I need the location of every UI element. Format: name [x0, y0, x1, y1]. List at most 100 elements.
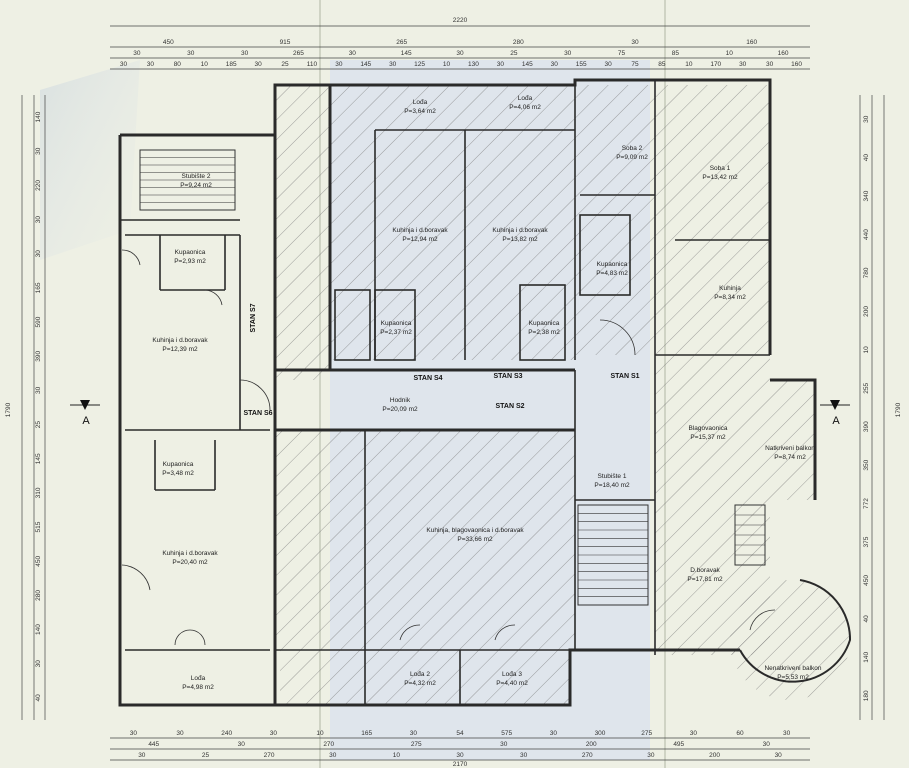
dimension-value: 165	[361, 730, 372, 737]
room-area: P=13,82 m2	[502, 236, 538, 243]
room-name: Lođa 2	[410, 671, 430, 678]
dimension-value: 575	[501, 730, 512, 737]
dimension-value: 300	[595, 730, 606, 737]
room-area: P=4,40 m2	[496, 680, 528, 687]
dimension-value: 30	[739, 61, 747, 68]
dimension-value: 915	[280, 39, 291, 46]
room-area: P=9,09 m2	[616, 154, 648, 161]
dimension-value: 30	[456, 752, 464, 759]
bottom-overall-dimension: 2170	[453, 761, 468, 768]
dimension-value: 85	[672, 50, 680, 57]
room-name: Lođa 3	[502, 671, 522, 678]
dimension-value: 270	[582, 752, 593, 759]
dimension-value: 30	[863, 115, 870, 123]
room-name: Soba 2	[622, 145, 643, 152]
dimension-value: 30	[775, 752, 783, 759]
walls	[118, 78, 817, 707]
room-area: P=2,37 m2	[380, 329, 412, 336]
dimension-value: 590	[35, 316, 42, 327]
unit-label-s4: STAN S4	[413, 375, 442, 382]
dimension-value: 170	[710, 61, 721, 68]
room-area: P=8,34 m2	[714, 294, 746, 301]
room-area: P=17,81 m2	[687, 576, 723, 583]
dimension-value: 265	[396, 39, 407, 46]
dimension-value: 375	[863, 536, 870, 547]
dimension-value: 40	[35, 694, 42, 702]
dimension-value: 10	[726, 50, 734, 57]
room-area: P=4,83 m2	[596, 270, 628, 277]
dimension-overall-right: 1790	[895, 402, 902, 417]
dimension-value: 30	[551, 61, 559, 68]
dimension-value: 30	[120, 61, 128, 68]
dimension-value: 450	[163, 39, 174, 46]
dimension-value: 160	[778, 50, 789, 57]
dimension-value: 440	[863, 229, 870, 240]
dimension-value: 495	[673, 741, 684, 748]
dimension-value: 10	[443, 61, 451, 68]
room-area: P=4,32 m2	[404, 680, 436, 687]
dimension-value: 75	[631, 61, 639, 68]
room-name: Kupaonica	[175, 249, 206, 256]
section-marker-right: A	[820, 400, 850, 427]
left-dimensions: 1790 14030220303016559039030251453105154…	[5, 111, 42, 701]
dimension-value: 155	[576, 61, 587, 68]
dimension-value: 30	[130, 730, 138, 737]
room-name: Kupaonica	[529, 320, 560, 327]
dimension-value: 30	[456, 50, 464, 57]
light-glare	[40, 60, 140, 260]
dimension-value: 780	[863, 267, 870, 278]
dimension-value: 30	[564, 50, 572, 57]
dimension-value: 30	[389, 61, 397, 68]
room-name: Kupaonica	[597, 261, 628, 268]
section-label-left: A	[82, 415, 90, 427]
dimension-value: 54	[456, 730, 464, 737]
room-name: Lođa	[191, 675, 206, 682]
room-name: Stubište 2	[182, 173, 211, 180]
dimension-value: 165	[35, 282, 42, 293]
dimension-value: 140	[35, 624, 42, 635]
room-name: Kuhinja i d.boravak	[152, 337, 208, 344]
dimension-value: 30	[349, 50, 357, 57]
right-dimensions: 1790 30403404407802001025539035077237545…	[863, 115, 902, 701]
dimension-value: 25	[202, 752, 210, 759]
dimension-value: 30	[783, 730, 791, 737]
unit-label-s6: STAN S6	[243, 410, 272, 417]
room-area: P=20,40 m2	[172, 559, 208, 566]
stair-treads-3	[735, 514, 765, 556]
unit-label-s2: STAN S2	[495, 403, 524, 410]
room-name: D.boravak	[690, 567, 720, 574]
room-name: Nenatkriveni balkon	[764, 665, 821, 672]
section-label-right: A	[832, 415, 840, 427]
room-area: P=12,94 m2	[402, 236, 438, 243]
section-marker-left: A	[70, 400, 100, 427]
top-overall-dimension: 2220	[453, 17, 468, 24]
dimension-value: 30	[335, 61, 343, 68]
dimension-value: 40	[863, 615, 870, 623]
dimension-value: 85	[658, 61, 666, 68]
dimension-value: 30	[329, 752, 337, 759]
dimension-value: 450	[863, 575, 870, 586]
dimension-value: 265	[293, 50, 304, 57]
room-area: P=13,42 m2	[702, 174, 738, 181]
dimension-value: 310	[35, 487, 42, 498]
dimension-overall-top: 2220	[453, 17, 468, 24]
dimension-value: 10	[201, 61, 209, 68]
dimension-value: 390	[863, 421, 870, 432]
dimension-value: 145	[401, 50, 412, 57]
dimension-value: 30	[238, 741, 246, 748]
room-name: Kuhinja i d.boravak	[162, 550, 218, 557]
room-area: P=12,39 m2	[162, 346, 198, 353]
dimension-value: 145	[360, 61, 371, 68]
dimension-value: 30	[500, 741, 508, 748]
dimension-value: 30	[138, 752, 146, 759]
dimension-value: 10	[685, 61, 693, 68]
dimension-value: 772	[863, 498, 870, 509]
dimension-value: 30	[254, 61, 262, 68]
dimension-value: 30	[176, 730, 184, 737]
